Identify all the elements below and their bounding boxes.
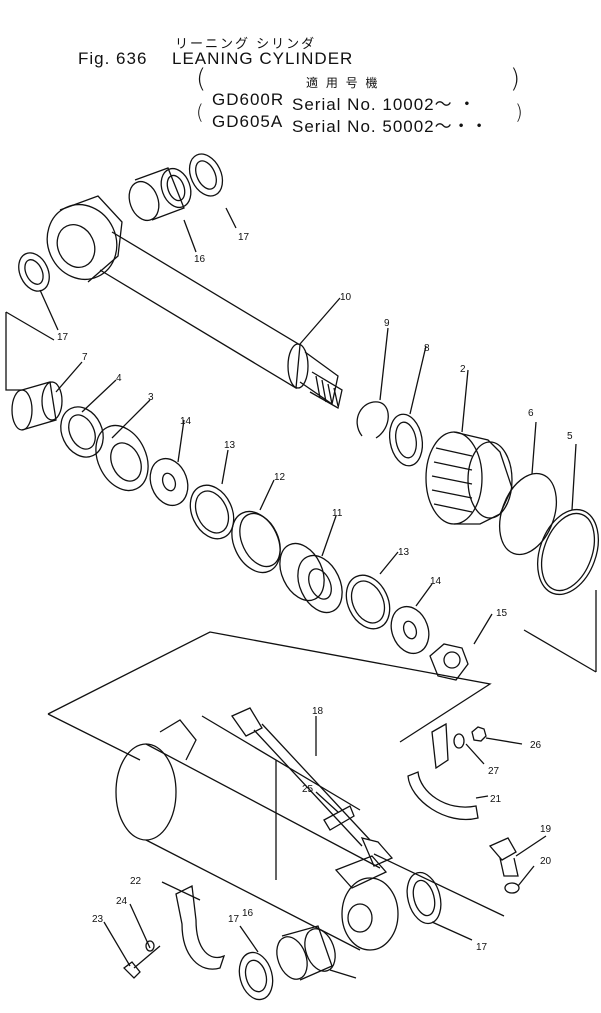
ring-13-lower	[345, 574, 391, 630]
callout-17: 17	[238, 232, 250, 243]
callout-17: 17	[228, 914, 240, 925]
left-bracket-2: (	[196, 100, 204, 124]
serial-1: Serial No. 10002～ ・	[292, 95, 477, 114]
callout-14: 14	[180, 416, 192, 427]
callout-10: 10	[340, 292, 352, 303]
callout-26: 26	[530, 740, 542, 751]
seal-17-lower-left	[238, 951, 274, 1001]
guide-line-lower	[47, 631, 492, 761]
callout-25: 25	[302, 784, 314, 795]
callout-13: 13	[224, 440, 236, 451]
washer-14-upper	[149, 457, 189, 507]
bracket-21	[431, 722, 449, 770]
callout-24: 24	[116, 896, 128, 907]
callout-19: 19	[540, 824, 552, 835]
clamp-22	[175, 885, 226, 970]
callout-20: 20	[540, 856, 552, 867]
callout-6: 6	[528, 408, 534, 419]
callout-17: 17	[57, 332, 69, 343]
callout-17: 17	[476, 942, 488, 953]
seal-4	[60, 406, 104, 458]
bushing-16-upper	[128, 167, 192, 222]
callout-5: 5	[567, 431, 573, 442]
left-bracket: (	[196, 64, 207, 94]
piston-11	[279, 542, 343, 614]
bolt-25	[323, 805, 355, 831]
hose-18	[231, 707, 394, 867]
serial-2: Serial No. 50002～・・	[292, 117, 489, 136]
right-bracket-2: )	[515, 100, 523, 124]
seal-17-lower-right	[406, 871, 442, 925]
washer-14-lower	[390, 605, 430, 655]
bushing-16-lower	[276, 925, 336, 981]
callout-9: 9	[384, 318, 390, 329]
callout-8: 8	[424, 343, 430, 354]
bushing-7	[11, 381, 63, 431]
callout-4: 4	[116, 373, 122, 384]
washer-24	[145, 940, 155, 952]
cylinder-head-2	[425, 431, 513, 525]
seal-17-upper-right	[188, 153, 224, 197]
right-bracket: )	[510, 64, 521, 94]
cover-3	[95, 424, 149, 492]
guide-line-left	[5, 311, 55, 391]
callout-12: 12	[274, 472, 286, 483]
callout-21: 21	[490, 794, 502, 805]
applicable-label: 適 用 号 機	[306, 76, 380, 90]
model-1: GD600R	[212, 90, 285, 109]
callout-16: 16	[194, 254, 206, 265]
elbow-19	[488, 837, 519, 877]
snap-ring-9	[356, 401, 389, 439]
callout-11: 11	[332, 508, 343, 519]
cylinder-tube	[115, 719, 399, 951]
nut-26	[471, 726, 487, 742]
guide-line-hose	[201, 715, 505, 917]
ring-8	[388, 413, 424, 467]
callout-13: 13	[398, 547, 410, 558]
clamp-21	[407, 771, 479, 821]
title-japanese: リーニング シリンダ	[175, 37, 317, 52]
washer-27	[453, 733, 465, 749]
callout-18: 18	[312, 706, 324, 717]
bolt-23	[123, 945, 161, 979]
ring-13-upper	[189, 484, 235, 540]
callout-23: 23	[92, 914, 104, 925]
callout-14: 14	[430, 576, 442, 587]
piston-rod	[46, 195, 343, 410]
o-ring-6	[499, 472, 557, 556]
figure-number: Fig. 636	[78, 49, 148, 68]
seal-17-upper-left	[18, 252, 50, 292]
callout-22: 22	[130, 876, 142, 887]
callout-15: 15	[496, 608, 508, 619]
callout-27: 27	[488, 766, 500, 777]
callout-2: 2	[460, 364, 466, 375]
nut-15	[429, 643, 469, 681]
callout-3: 3	[148, 392, 154, 403]
callout-7: 7	[82, 352, 88, 363]
callout-16: 16	[242, 908, 254, 919]
backup-ring-5	[537, 508, 599, 596]
model-2: GD605A	[212, 112, 284, 131]
o-ring-20	[504, 882, 520, 894]
title-english: LEANING CYLINDER	[172, 49, 354, 68]
guide-line-right	[523, 590, 597, 673]
